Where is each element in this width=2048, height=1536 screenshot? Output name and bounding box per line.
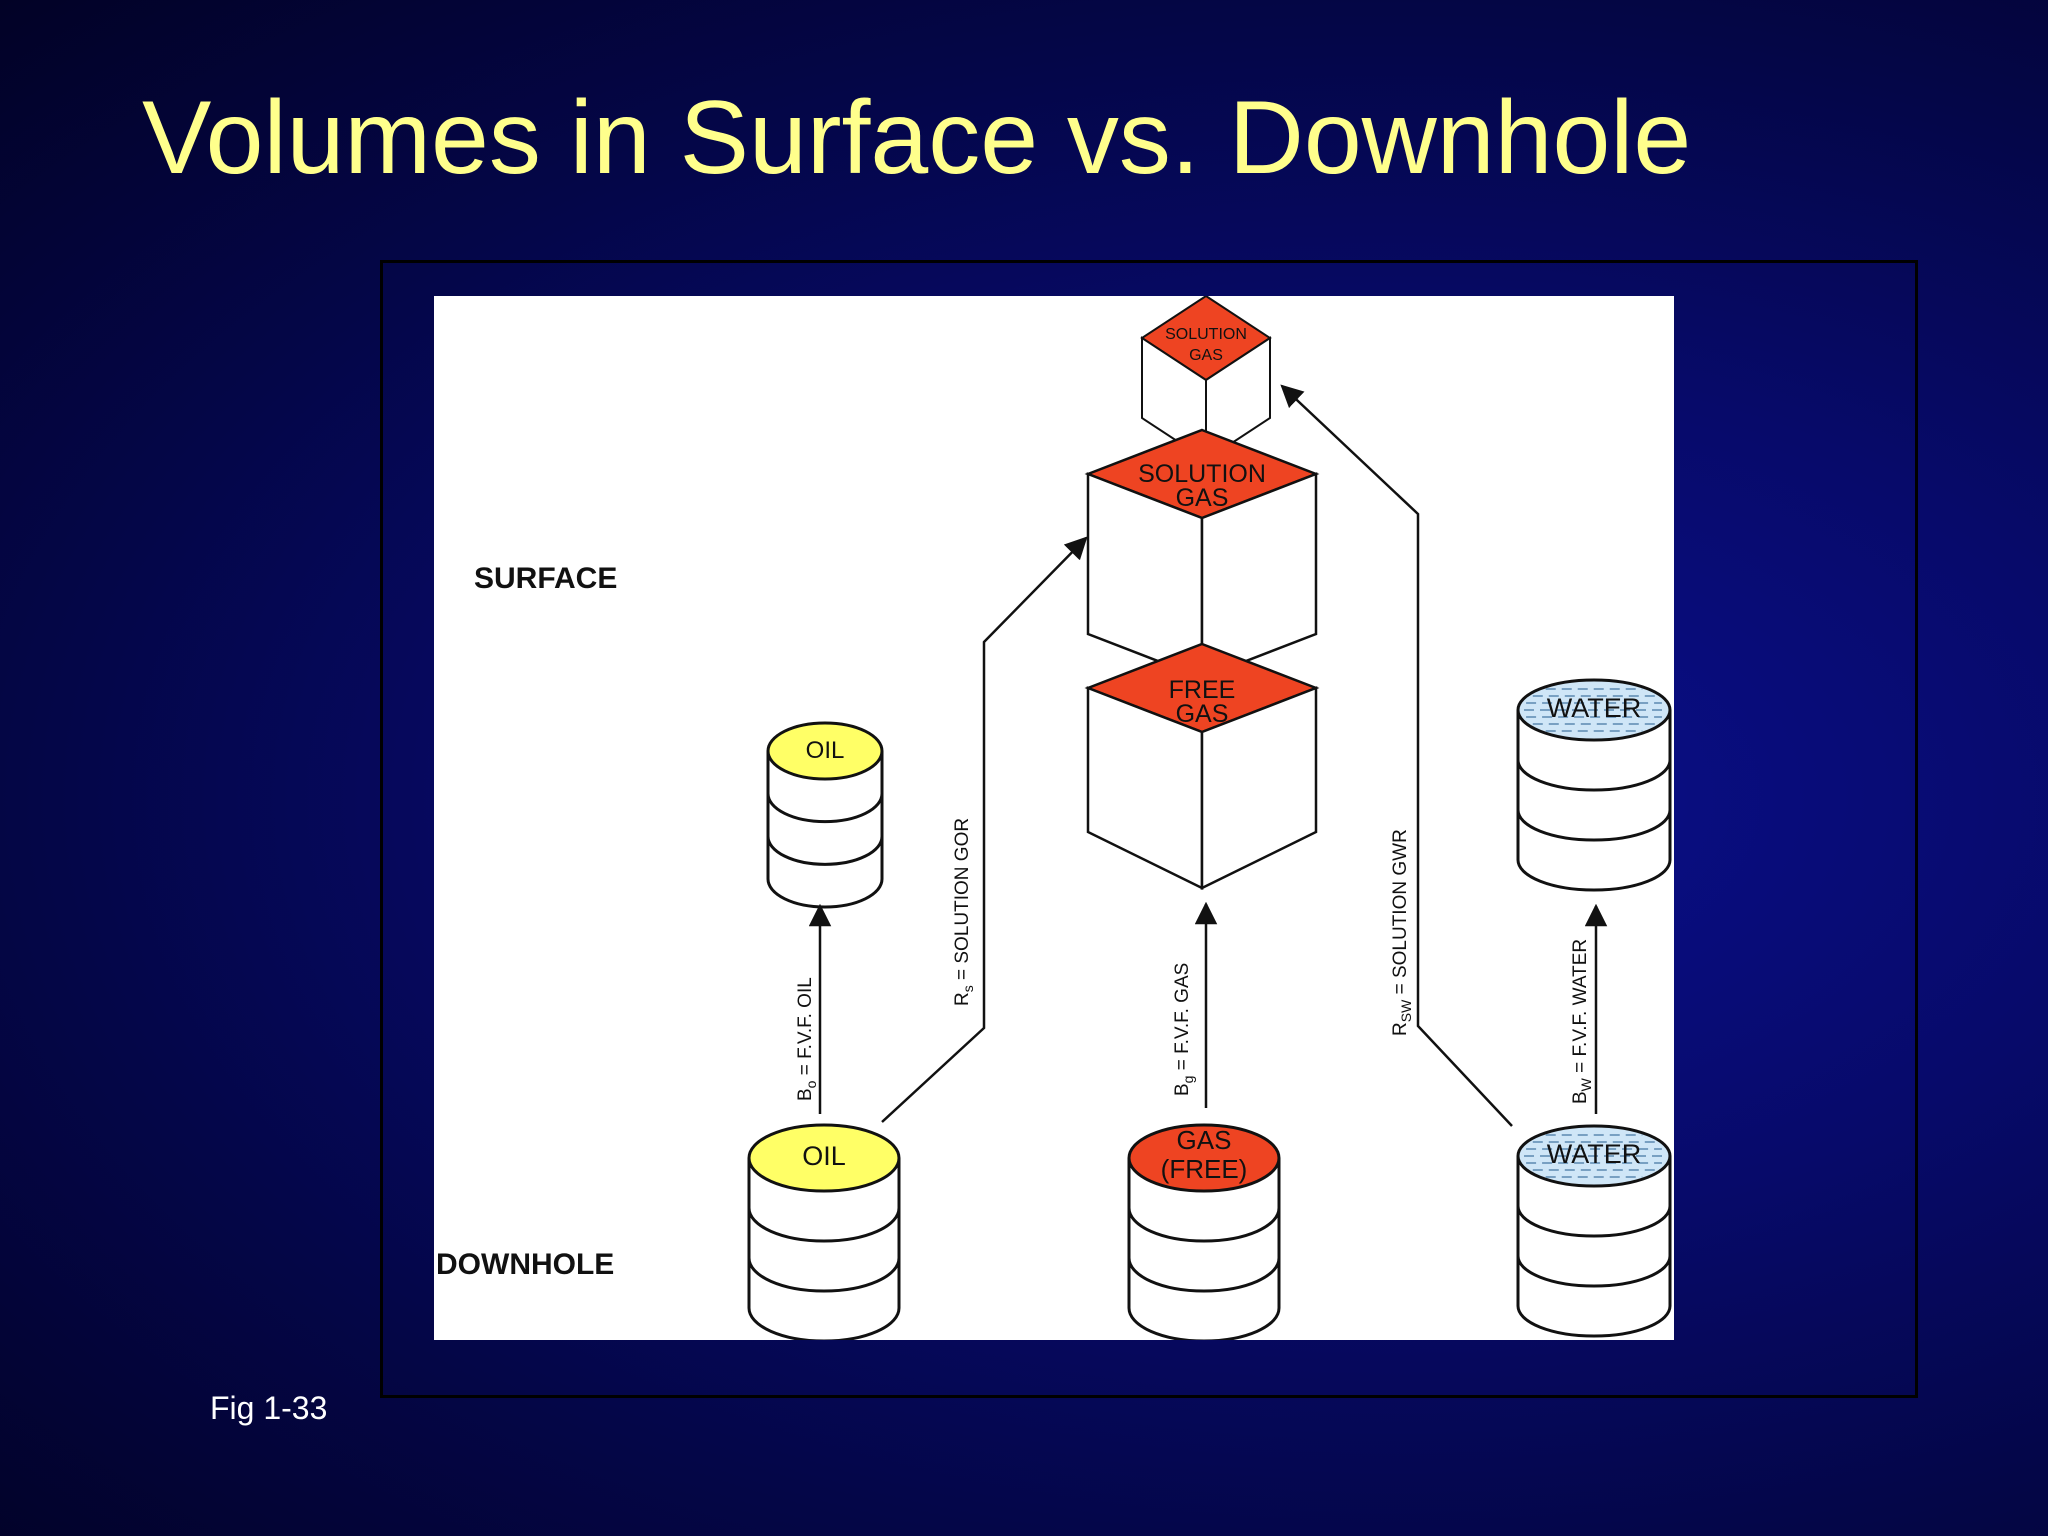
rsw-label: RSW = SOLUTION GWR: [1390, 829, 1414, 1036]
bg-label: Bg = F.V.F. GAS: [1172, 963, 1196, 1096]
rs-label: Rs = SOLUTION GOR: [952, 818, 976, 1006]
oil-downhole-barrel: [747, 1123, 901, 1340]
solution-gas-cube-small: SOLUTION GAS: [1140, 296, 1272, 462]
bo-label: Bo = F.V.F. OIL: [795, 977, 819, 1101]
oil-surface-barrel: [766, 721, 884, 909]
fluid-volumes-diagram: SURFACE DOWNHOLE SOLUTION GAS SOLUTION G…: [436, 296, 1672, 1340]
water-downhole-label: WATER: [1547, 1139, 1642, 1169]
downhole-label: DOWNHOLE: [436, 1248, 614, 1281]
gas-downhole-barrel: [1127, 1123, 1281, 1340]
solution-gas-cube-large: SOLUTION GAS: [1084, 428, 1320, 680]
surface-label: SURFACE: [474, 562, 617, 595]
free-gas-cube: FREE GAS: [1084, 642, 1320, 891]
oil-surface-label: OIL: [806, 737, 845, 764]
oil-downhole-label: OIL: [802, 1141, 846, 1171]
diagram-panel: SURFACE DOWNHOLE SOLUTION GAS SOLUTION G…: [434, 296, 1674, 1340]
free-gas-line2: GAS: [1176, 700, 1229, 728]
solution-gas-small-line1: SOLUTION: [1165, 326, 1247, 343]
gas-downhole-line1: GAS: [1177, 1125, 1232, 1155]
water-downhole-barrel: [1516, 1124, 1672, 1338]
solution-gas-large-line1: SOLUTION: [1138, 460, 1266, 488]
solution-gas-small-line2: GAS: [1189, 347, 1223, 364]
bw-label: BW = F.V.F. WATER: [1570, 939, 1594, 1104]
water-surface-barrel: [1516, 678, 1672, 892]
figure-frame: [380, 260, 1918, 1398]
rs-arrow: [881, 536, 1088, 1123]
water-surface-label: WATER: [1547, 693, 1642, 723]
slide-title: Volumes in Surface vs. Downhole: [142, 80, 1692, 196]
rsw-arrow: [1280, 384, 1513, 1127]
free-gas-line1: FREE: [1169, 676, 1236, 704]
figure-caption: Fig 1-33: [210, 1390, 328, 1426]
solution-gas-large-line2: GAS: [1176, 484, 1229, 512]
gas-downhole-line2: (FREE): [1161, 1154, 1248, 1184]
